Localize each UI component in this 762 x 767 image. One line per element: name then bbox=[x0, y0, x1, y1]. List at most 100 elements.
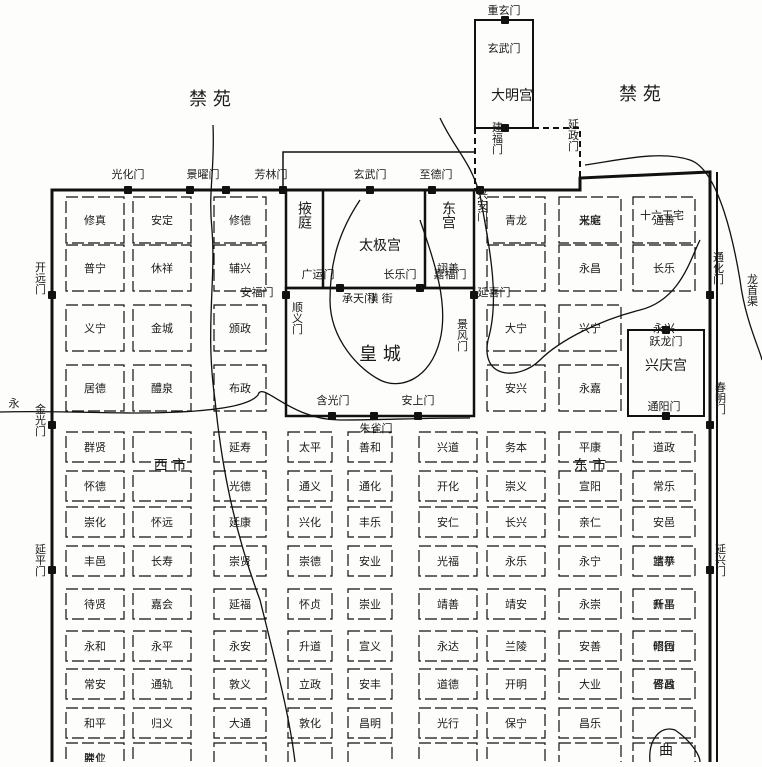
ward-label: 昌明 bbox=[359, 717, 381, 730]
ward-block bbox=[632, 545, 696, 577]
ward-block bbox=[65, 707, 125, 739]
daminggong-outline-north bbox=[474, 19, 534, 129]
ward-block bbox=[132, 196, 192, 244]
ward-block bbox=[558, 196, 622, 244]
ward-label: 敦化 bbox=[299, 716, 321, 730]
ward-block bbox=[287, 431, 333, 463]
ward-label: 居德 bbox=[84, 381, 106, 395]
ward-block bbox=[132, 588, 192, 620]
ward-block bbox=[213, 707, 267, 739]
gate-marker bbox=[662, 326, 670, 334]
label-gate-guanghua: 光化门 bbox=[112, 167, 145, 181]
ward-block bbox=[418, 707, 478, 739]
ward-label: 永和 bbox=[84, 639, 106, 653]
ward-label: 崇德 bbox=[299, 554, 321, 568]
ward-block bbox=[347, 470, 393, 502]
ward-label: 升平 bbox=[653, 598, 675, 611]
ward-label: 丰乐 bbox=[359, 516, 381, 529]
ward-block bbox=[558, 364, 622, 412]
ward-block bbox=[287, 545, 333, 577]
label-longshou: 龙首渠 bbox=[746, 273, 759, 307]
region-labels: 禁 苑 禁 苑 大明宫 太极宫 皇 城 兴庆宫 掖庭 东宫 十六王宅 西 市 东… bbox=[9, 84, 759, 759]
ward-block bbox=[486, 470, 546, 502]
label-jinyuan-west: 禁 苑 bbox=[189, 89, 231, 110]
ward-label: 休祥 bbox=[151, 261, 173, 275]
ward-label: 宣义 bbox=[359, 639, 381, 653]
label-gate-kaiyuan: 开远门 bbox=[34, 262, 47, 296]
label-taijigong: 太极宫 bbox=[359, 238, 401, 254]
ward-label: 延康 bbox=[229, 515, 251, 529]
ward-block bbox=[486, 244, 546, 292]
ward-label: 安定 bbox=[151, 213, 173, 227]
ward-label: 崇贤 bbox=[229, 555, 251, 568]
label-hengjie: 横 街 bbox=[367, 291, 393, 305]
gate-marker bbox=[428, 186, 436, 194]
gate-marker bbox=[48, 291, 56, 299]
ward-block bbox=[347, 506, 393, 538]
ward-block bbox=[132, 742, 192, 767]
gate-marker bbox=[336, 284, 344, 292]
ward-block bbox=[132, 506, 192, 538]
ward-block bbox=[558, 630, 622, 662]
gate-marker bbox=[706, 291, 714, 299]
ward-block bbox=[287, 630, 333, 662]
ward-block bbox=[418, 630, 478, 662]
outer-wall bbox=[50, 170, 712, 762]
gate-marker bbox=[124, 186, 132, 194]
huangcheng-outline bbox=[284, 286, 476, 418]
ward-label: 光德 bbox=[229, 479, 251, 493]
gate-marker bbox=[370, 412, 378, 420]
ward-block bbox=[132, 304, 192, 352]
label-gate-zhide: 至德门 bbox=[420, 167, 453, 181]
ward-label: 翊善 bbox=[437, 261, 459, 275]
ward-label: 归义 bbox=[151, 716, 173, 730]
label-gate-jiafu: 嘉福门 bbox=[434, 267, 467, 281]
canal-yongan bbox=[0, 391, 471, 421]
label-daminggong: 大明宫 bbox=[491, 88, 533, 104]
ward-label: 兴化 bbox=[299, 515, 321, 529]
label-gate-yuelong: 跃龙门 bbox=[650, 334, 683, 348]
ward-label: 永嘉 bbox=[579, 381, 601, 395]
ward-label: 丰邑 bbox=[84, 555, 106, 568]
label-gate-anfu: 安福门 bbox=[241, 285, 274, 299]
ward-label: 兰陵 bbox=[505, 640, 527, 653]
ward-block bbox=[213, 470, 267, 502]
label-gate-fanglin: 芳林门 bbox=[255, 167, 288, 181]
ward-label: 善和 bbox=[359, 440, 381, 454]
ward-block bbox=[347, 707, 393, 739]
ward-block bbox=[486, 431, 546, 463]
ward-block bbox=[213, 196, 267, 244]
ward-block bbox=[287, 668, 333, 700]
label-donggong: 东宫 bbox=[440, 201, 456, 229]
ward-label: 崇业 bbox=[359, 598, 381, 611]
label-gate-chongxuan: 重玄门 bbox=[488, 3, 521, 17]
label-gate-xingan: 兴安门 bbox=[476, 188, 489, 222]
label-jinyuan-east: 禁 苑 bbox=[619, 84, 661, 105]
ward-label: 永兴 bbox=[653, 321, 675, 335]
ward-label: 长乐 bbox=[653, 262, 675, 275]
ward-label: 布政 bbox=[229, 381, 251, 395]
ward-block bbox=[558, 707, 622, 739]
label-xishi: 西 市 bbox=[154, 457, 186, 474]
ward-block bbox=[132, 545, 192, 577]
ward-label: 靖恭 bbox=[653, 555, 675, 568]
label-huangcheng: 皇 城 bbox=[359, 344, 401, 365]
ward-block bbox=[632, 668, 696, 700]
label-yongan: 永 bbox=[9, 396, 20, 410]
ward-block bbox=[132, 630, 192, 662]
ward-block bbox=[486, 588, 546, 620]
ward-label: 永达 bbox=[437, 639, 459, 653]
label-gate-yanzheng: 延政门 bbox=[567, 118, 580, 152]
ward-label: 务本 bbox=[505, 440, 527, 454]
ward-label: 保宁 bbox=[505, 716, 527, 730]
ward-block bbox=[486, 630, 546, 662]
ward-label: 敦义 bbox=[229, 677, 251, 691]
ward-label: 安邑 bbox=[653, 515, 675, 529]
ward-block bbox=[632, 742, 696, 767]
ward-block bbox=[213, 742, 267, 767]
label-yeting: 掖庭 bbox=[296, 201, 312, 230]
ward-label: 昌乐 bbox=[579, 717, 601, 730]
ward-label: 延福 bbox=[229, 597, 251, 611]
ward-label: 靖安 bbox=[505, 597, 527, 611]
ward-block bbox=[65, 545, 125, 577]
